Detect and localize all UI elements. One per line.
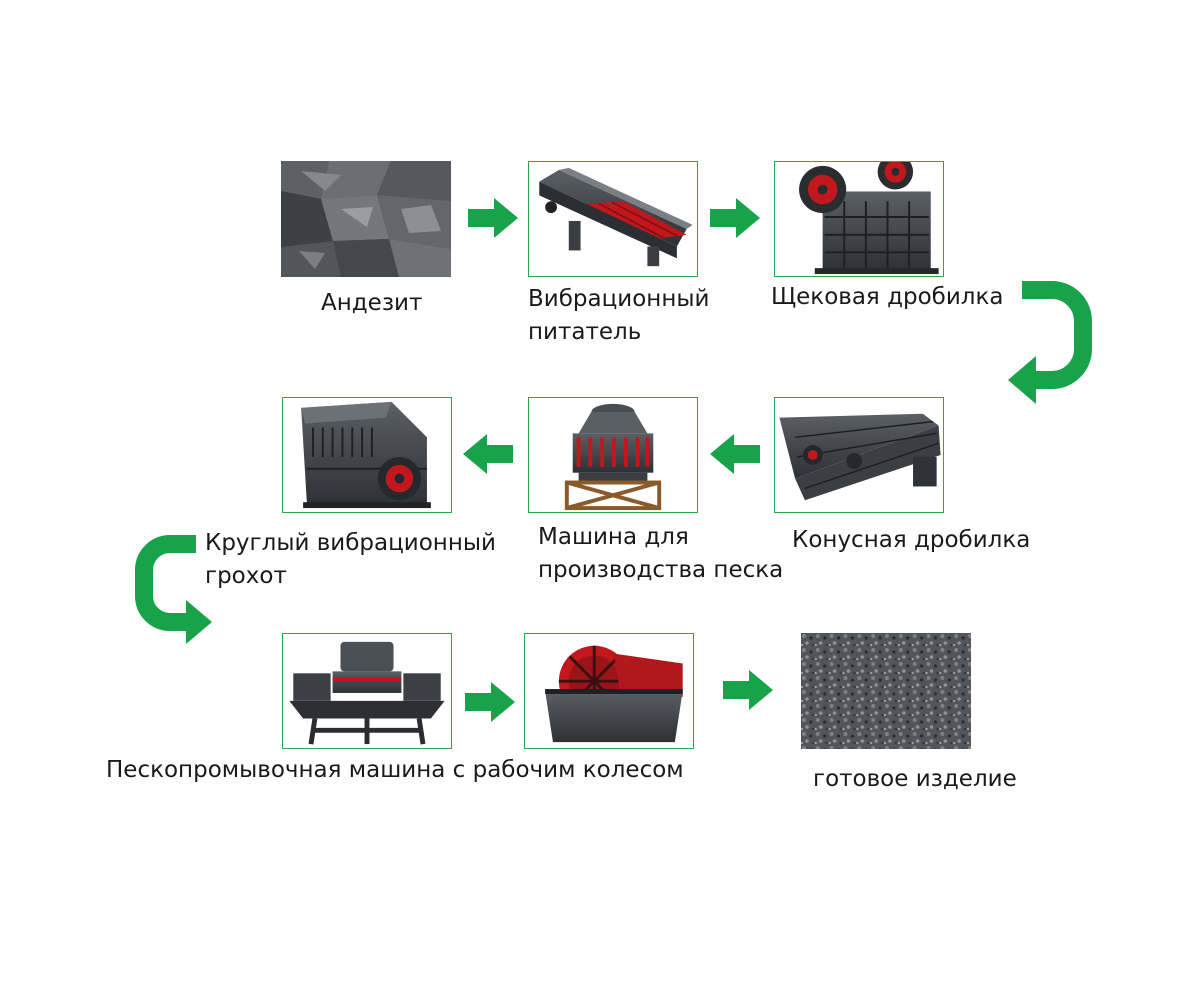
u-turn-arrow-icon (1008, 280, 1093, 414)
andesite-label: Андезит (321, 290, 423, 316)
finished-product-label: готовое изделие (813, 766, 1017, 792)
circular-vibrating-screen-label: Круглый вибрационный грохот (205, 530, 496, 589)
right-arrow-icon (468, 198, 518, 238)
vibrating-screen-image (774, 397, 944, 513)
jaw-crusher-image (774, 161, 944, 277)
andesite-rock-image (281, 161, 451, 277)
left-arrow-icon (463, 434, 513, 474)
sand-making-machine-label: Машина для производства песка (538, 524, 784, 583)
impact-crusher-image (282, 397, 452, 513)
vibrating-feeder-label: Вибрационный питатель (528, 286, 710, 345)
jaw-crusher-label: Щековая дробилка (771, 284, 1004, 310)
cone-crusher-label: Конусная дробилка (792, 527, 1031, 553)
left-arrow-icon (710, 434, 760, 474)
vsi-sand-maker-image (282, 633, 452, 749)
right-arrow-icon (710, 198, 760, 238)
finished-gravel-image (801, 633, 971, 749)
wheel-sand-washer-image (524, 633, 694, 749)
u-turn-arrow-icon (130, 534, 215, 646)
right-arrow-icon (723, 670, 773, 710)
wheel-sand-washer-label: Пескопромывочная машина с рабочим колесо… (106, 757, 684, 783)
right-arrow-icon (465, 682, 515, 722)
vibrating-feeder-image (528, 161, 698, 277)
cone-crusher-image (528, 397, 698, 513)
